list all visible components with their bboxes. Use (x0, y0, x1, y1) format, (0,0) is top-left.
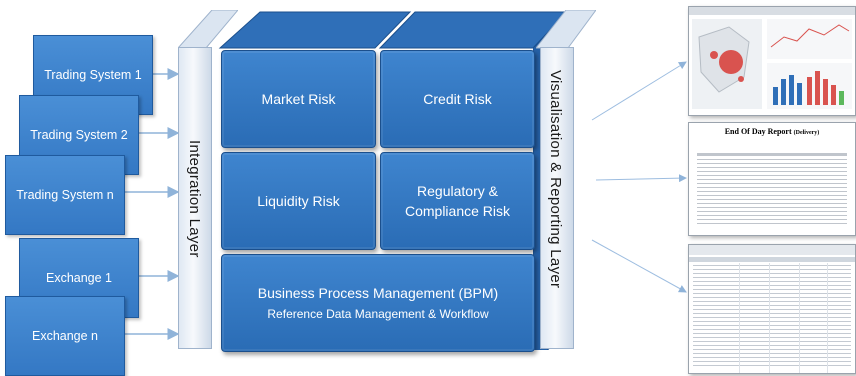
arrow-report-1 (591, 61, 687, 121)
integration-layer-bar (178, 47, 212, 349)
end-of-day-report-title: End Of Day Report (Delivery) (724, 127, 820, 136)
regulatory-label-line-2: Compliance Risk (404, 203, 511, 219)
exchange-n-box: Exchange n (5, 296, 125, 376)
market-risk-tile: Market Risk (221, 50, 376, 148)
visualisation-layer-label: Visualisation & Reporting Layer (547, 70, 564, 289)
visualisation-layer-bar (540, 47, 574, 349)
liquidity-risk-label: Liquidity Risk (257, 192, 340, 209)
bpm-title: Business Process Management (BPM) (257, 285, 499, 302)
credit-risk-tile: Credit Risk (380, 50, 535, 148)
regulatory-compliance-risk-tile: Regulatory & Compliance Risk (380, 152, 535, 250)
spreadsheet-report-thumbnail (688, 244, 856, 374)
credit-risk-label: Credit Risk (423, 90, 492, 107)
trading-system-1-label: Trading System 1 (44, 68, 142, 82)
exchange-n-label: Exchange n (31, 329, 99, 343)
bpm-tile: Business Process Management (BPM) Refere… (221, 254, 535, 352)
arrow-report-2 (595, 174, 687, 183)
visualisation-layer-top (536, 10, 596, 49)
dashboard-graphics (689, 7, 855, 109)
regulatory-label-line-1: Regulatory & (417, 182, 498, 199)
trading-system-n-box: Trading System n (5, 155, 125, 235)
trading-system-2-label: Trading System 2 (30, 128, 128, 142)
end-of-day-report-thumbnail: End Of Day Report (Delivery) (688, 122, 856, 236)
bpm-subtitle: Reference Data Management & Workflow (267, 306, 489, 321)
market-risk-label: Market Risk (261, 90, 336, 107)
exchange-1-label: Exchange 1 (45, 271, 113, 285)
liquidity-risk-tile: Liquidity Risk (221, 152, 376, 250)
cube-top-face (218, 11, 572, 49)
integration-layer-label: Integration Layer (186, 140, 203, 258)
dashboard-report-thumbnail (688, 6, 856, 116)
end-of-day-report-body (697, 153, 847, 224)
arrow-report-3 (591, 239, 687, 293)
trading-system-n-label: Trading System n (16, 188, 114, 202)
spreadsheet-report-body (689, 245, 855, 373)
